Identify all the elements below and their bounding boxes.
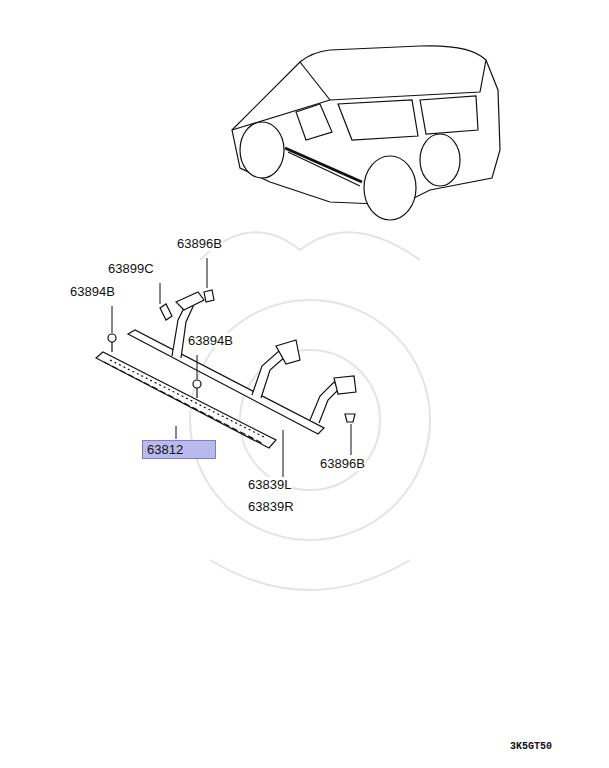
part-number: 63812	[147, 442, 211, 457]
part-number: 63896B	[319, 456, 366, 471]
watermark	[190, 232, 430, 590]
part-number: 63899C	[107, 261, 155, 276]
vehicle-outline	[232, 46, 500, 220]
leader-lines	[112, 258, 351, 480]
figure-code: 3K5GT50	[509, 739, 553, 754]
part-number: 63896B	[176, 236, 223, 251]
part-number: 63894B	[69, 284, 116, 299]
part-number: 63894B	[187, 333, 234, 348]
part-number: 63839R	[247, 499, 295, 514]
step-assembly	[96, 290, 356, 448]
highlight-box: 63812	[142, 440, 216, 459]
part-number: 63839L	[247, 477, 292, 492]
